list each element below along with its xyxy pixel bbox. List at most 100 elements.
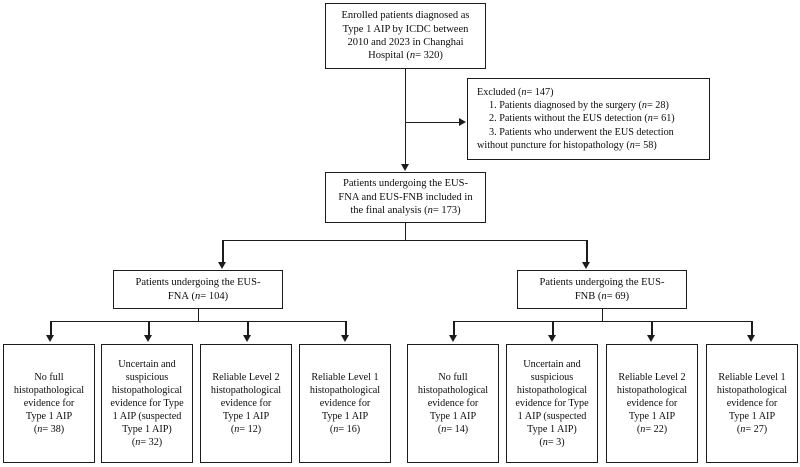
leaf-n-label: (n= 22) — [636, 424, 668, 436]
leaf-line: histopathological — [616, 384, 688, 396]
arrowhead-fna-child-1 — [46, 335, 54, 342]
leaf-fnb-uncertain-suspicious: Uncertain and suspicious histopathologic… — [506, 344, 598, 463]
leaf-fnb-reliable-level-1: Reliable Level 1 histopathological evide… — [706, 344, 798, 463]
included-line-2: FNA and EUS-FNB included in — [338, 191, 473, 203]
leaf-fna-no-full-evidence-text: No full histopathological evidence for T… — [4, 371, 94, 436]
leaf-line: histopathological — [417, 384, 489, 396]
fnb-line-1: Patients undergoing the EUS- — [539, 277, 665, 289]
leaf-line: suspicious — [530, 371, 574, 383]
connector-fna-child-4 — [345, 321, 347, 336]
leaf-n-label: (n= 16) — [329, 424, 361, 436]
leaf-fna-reliable-level-1: Reliable Level 1 histopathological evide… — [299, 344, 391, 463]
leaf-line: Reliable Level 2 — [618, 371, 686, 383]
arrowhead-to-included — [400, 164, 409, 171]
connector-fna-child-1 — [50, 321, 52, 336]
excluded-item-2: 2. Patients without the EUS detection (n… — [489, 113, 675, 125]
leaf-fnb-reliable-level-1-text: Reliable Level 1 histopathological evide… — [707, 371, 797, 436]
connector-included-stem — [404, 223, 407, 240]
connector-fnb-child-2 — [552, 321, 554, 336]
connector-fna-stem — [197, 309, 200, 321]
leaf-fna-reliable-level-2: Reliable Level 2 histopathological evide… — [200, 344, 292, 463]
leaf-line: 1 AIP (suspected — [517, 411, 587, 423]
leaf-line: evidence for — [23, 397, 75, 409]
arrowhead-fna-child-4 — [341, 335, 349, 342]
leaf-line: Type 1 AIP — [429, 411, 477, 423]
leaf-line: Type 1 AIP — [321, 411, 369, 423]
arrowhead-fna-child-3 — [243, 335, 251, 342]
leaf-line: Reliable Level 1 — [311, 371, 379, 383]
connector-to-fnb — [586, 240, 588, 263]
node-excluded-text: Excluded (n= 147) 1. Patients diagnosed … — [468, 86, 709, 151]
node-eus-fnb: Patients undergoing the EUS- FNB (n= 69) — [517, 270, 687, 309]
leaf-n-label: (n= 3) — [539, 437, 565, 449]
connector-fna-child-2 — [148, 321, 150, 336]
connector-fna-child-3 — [247, 321, 249, 336]
leaf-line: Uncertain and — [523, 358, 581, 370]
leaf-line: histopathological — [309, 384, 381, 396]
leaf-fnb-reliable-level-2-text: Reliable Level 2 histopathological evide… — [607, 371, 697, 436]
excluded-item-3-continued: without puncture for histopathology (n= … — [477, 139, 657, 151]
arrowhead-to-excluded — [459, 117, 466, 126]
leaf-line: Type 1 AIP) — [122, 424, 172, 436]
leaf-fna-reliable-level-1-text: Reliable Level 1 histopathological evide… — [300, 371, 390, 436]
enrolled-line-2: Type 1 AIP by ICDC between — [342, 23, 469, 35]
leaf-line: No full — [34, 371, 64, 383]
leaf-n-label: (n= 27) — [736, 424, 768, 436]
node-eus-fna: Patients undergoing the EUS- FNA (n= 104… — [113, 270, 283, 309]
connector-fna-crossbar-right — [296, 320, 345, 323]
leaf-n-label: (n= 38) — [33, 424, 65, 436]
enrolled-line-4: Hospital (n= 320) — [368, 50, 443, 62]
node-enrolled-patients: Enrolled patients diagnosed as Type 1 AI… — [325, 3, 486, 69]
arrowhead-to-fnb — [582, 262, 590, 269]
leaf-line: Type 1 AIP — [222, 411, 270, 423]
node-included-text: Patients undergoing the EUS- FNA and EUS… — [326, 177, 485, 217]
node-included-final-analysis: Patients undergoing the EUS- FNA and EUS… — [325, 172, 486, 223]
excluded-item-3: 3. Patients who underwent the EUS detect… — [489, 126, 674, 138]
connector-enrolled-trunk — [404, 69, 407, 164]
leaf-line: suspicious — [125, 371, 169, 383]
node-enrolled-patients-text: Enrolled patients diagnosed as Type 1 AI… — [326, 9, 485, 63]
leaf-line: Reliable Level 1 — [718, 371, 786, 383]
leaf-line: Type 1 AIP — [628, 411, 676, 423]
arrowhead-fnb-child-1 — [449, 335, 457, 342]
connector-fnb-child-1 — [453, 321, 455, 336]
connector-to-excluded — [405, 121, 459, 124]
enrolled-line-1: Enrolled patients diagnosed as — [341, 10, 470, 22]
leaf-fna-no-full-evidence: No full histopathological evidence for T… — [3, 344, 95, 463]
leaf-fna-uncertain-suspicious: Uncertain and suspicious histopathologic… — [101, 344, 193, 463]
fna-line-1: Patients undergoing the EUS- — [135, 277, 261, 289]
arrowhead-fna-child-2 — [144, 335, 152, 342]
enrolled-line-3: 2010 and 2023 in Changhai — [347, 37, 464, 48]
leaf-fna-reliable-level-2-text: Reliable Level 2 histopathological evide… — [201, 371, 291, 436]
node-eus-fnb-text: Patients undergoing the EUS- FNB (n= 69) — [518, 276, 686, 303]
arrowhead-fnb-child-2 — [548, 335, 556, 342]
leaf-line: evidence for — [319, 397, 371, 409]
connector-to-fna — [222, 240, 224, 263]
connector-fnb-stem — [601, 309, 604, 321]
connector-fnb-child-4 — [751, 321, 753, 336]
leaf-line: histopathological — [516, 384, 588, 396]
node-eus-fna-text: Patients undergoing the EUS- FNA (n= 104… — [114, 276, 282, 303]
leaf-line: No full — [438, 371, 468, 383]
leaf-line: evidence for — [220, 397, 272, 409]
leaf-n-label: (n= 32) — [131, 437, 163, 449]
node-excluded: Excluded (n= 147) 1. Patients diagnosed … — [467, 78, 710, 160]
excluded-item-1: 1. Patients diagnosed by the surgery (n=… — [489, 100, 669, 112]
leaf-fnb-reliable-level-2: Reliable Level 2 histopathological evide… — [606, 344, 698, 463]
leaf-line: Reliable Level 2 — [212, 371, 280, 383]
leaf-line: histopathological — [716, 384, 788, 396]
connector-fnb-crossbar — [453, 320, 751, 323]
connector-fnb-child-3 — [651, 321, 653, 336]
included-line-1: Patients undergoing the EUS- — [343, 178, 468, 190]
arrowhead-fnb-child-3 — [647, 335, 655, 342]
fna-line-2: FNA (n= 104) — [167, 290, 229, 302]
leaf-line: Type 1 AIP — [25, 411, 73, 423]
leaf-line: evidence for Type — [515, 397, 589, 409]
leaf-line: evidence for — [626, 397, 678, 409]
arrowhead-fnb-child-4 — [747, 335, 755, 342]
leaf-line: Uncertain and — [118, 358, 176, 370]
leaf-n-label: (n= 12) — [230, 424, 262, 436]
leaf-n-label: (n= 14) — [437, 424, 469, 436]
leaf-fnb-no-full-evidence: No full histopathological evidence for T… — [407, 344, 499, 463]
